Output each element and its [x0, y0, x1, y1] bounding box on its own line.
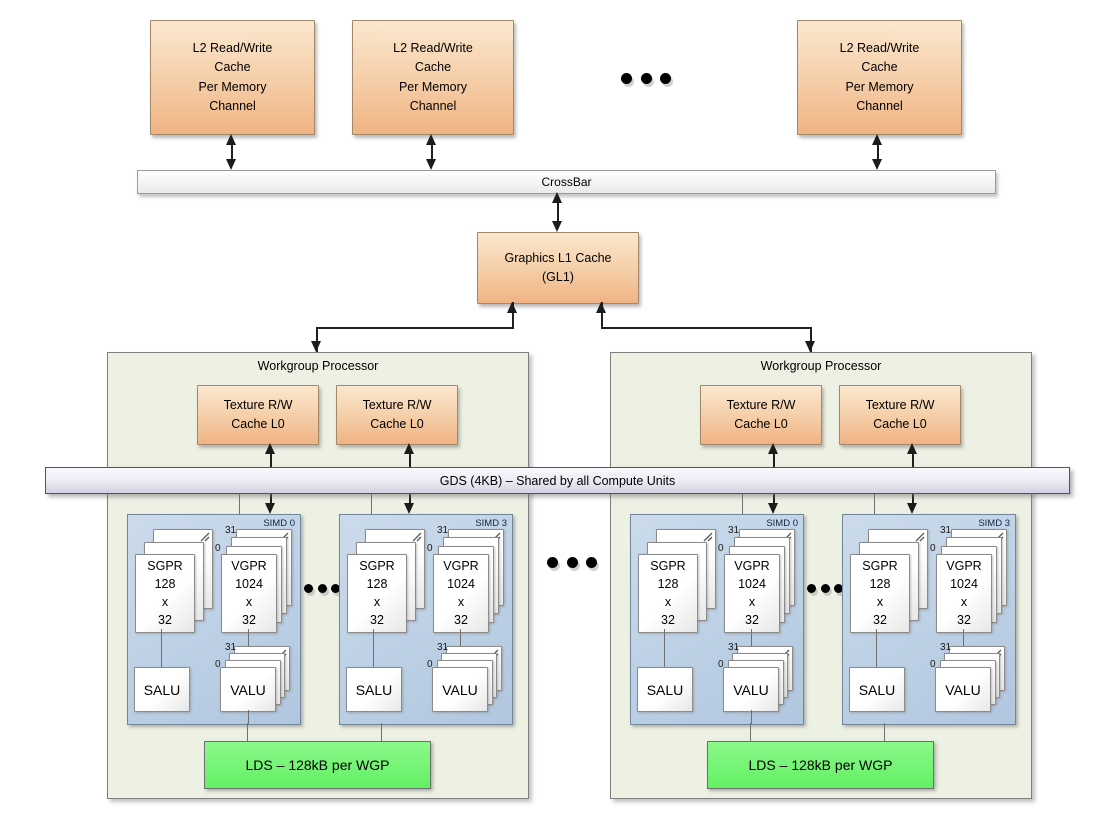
valu-front-sheet: VALU: [935, 667, 991, 712]
texture-cache-l0-box: Texture R/W Cache L0: [839, 385, 961, 445]
wgp-title: Workgroup Processor: [760, 359, 882, 373]
simd-block: SIMD 3 SGPR 128 x 32 31 0 VGPR 1024 x 32: [339, 514, 513, 725]
wgp-title: Workgroup Processor: [257, 359, 379, 373]
vgpr-lo-label: 0: [930, 543, 936, 554]
sgpr-register-stack: SGPR 128 x 32: [638, 529, 716, 633]
sgpr-front-sheet: SGPR 128 x 32: [347, 554, 407, 633]
l2-cache-box: L2 Read/Write Cache Per Memory Channel: [797, 20, 962, 135]
gds-simd-link: [874, 493, 875, 514]
valu-lo-label: 0: [427, 659, 433, 670]
simd-label: SIMD 3: [978, 518, 1010, 529]
bidirectional-arrow: [426, 134, 437, 170]
vgpr-register-stack: VGPR 1024 x 32: [724, 529, 796, 633]
ellipsis-icon: [621, 73, 671, 84]
crossbar: CrossBar: [137, 170, 996, 194]
valu-lo-label: 0: [718, 659, 724, 670]
texture-cache-l0-box: Texture R/W Cache L0: [700, 385, 822, 445]
sgpr-salu-link: [161, 629, 162, 667]
lds-box: LDS – 128kB per WGP: [707, 741, 934, 789]
vgpr-front-sheet: VGPR 1024 x 32: [433, 554, 489, 633]
sgpr-register-stack: SGPR 128 x 32: [347, 529, 425, 633]
valu-front-sheet: VALU: [220, 667, 276, 712]
bidirectional-arrow: [872, 134, 883, 170]
simd-label: SIMD 0: [766, 518, 798, 529]
sgpr-register-stack: SGPR 128 x 32: [850, 529, 928, 633]
valu-stack: VALU: [220, 646, 294, 712]
lds-box: LDS – 128kB per WGP: [204, 741, 431, 789]
simd-lds-link: [247, 723, 248, 741]
sgpr-front-sheet: SGPR 128 x 32: [135, 554, 195, 633]
vgpr-register-stack: VGPR 1024 x 32: [433, 529, 505, 633]
bidirectional-arrow: [552, 192, 563, 232]
ellipsis-icon: [807, 584, 843, 593]
vgpr-hi-label: 31: [728, 525, 740, 536]
gds-simd-link: [371, 493, 372, 514]
sgpr-front-sheet: SGPR 128 x 32: [638, 554, 698, 633]
workgroup-processor: Workgroup Processor Texture R/W Cache L0…: [107, 352, 529, 799]
valu-lo-label: 0: [930, 659, 936, 670]
vgpr-front-sheet: VGPR 1024 x 32: [936, 554, 992, 633]
valu-bottom-link: [248, 710, 249, 724]
l2-cache-box: L2 Read/Write Cache Per Memory Channel: [150, 20, 315, 135]
lds-label: LDS – 128kB per WGP: [748, 757, 893, 773]
valu-hi-label: 31: [437, 642, 449, 653]
vgpr-hi-label: 31: [940, 525, 952, 536]
bidirectional-arrow: [226, 134, 237, 170]
salu-box: SALU: [849, 667, 905, 712]
corner-curl-icon: [412, 532, 422, 542]
valu-stack: VALU: [432, 646, 506, 712]
simd-label: SIMD 3: [475, 518, 507, 529]
gds-simd-link: [239, 493, 240, 514]
valu-stack: VALU: [723, 646, 797, 712]
vgpr-lo-label: 0: [427, 543, 433, 554]
corner-curl-icon: [703, 532, 713, 542]
corner-curl-icon: [200, 532, 210, 542]
valu-hi-label: 31: [225, 642, 237, 653]
ellipsis-icon: [304, 584, 340, 593]
valu-lo-label: 0: [215, 659, 221, 670]
sgpr-front-sheet: SGPR 128 x 32: [850, 554, 910, 633]
simd-block: SIMD 0 SGPR 128 x 32 31 0 VGPR 1024 x 32: [630, 514, 804, 725]
texture-cache-l0-box: Texture R/W Cache L0: [336, 385, 458, 445]
vgpr-front-sheet: VGPR 1024 x 32: [724, 554, 780, 633]
workgroup-processor: Workgroup Processor Texture R/W Cache L0…: [610, 352, 1032, 799]
simd-block: SIMD 3 SGPR 128 x 32 31 0 VGPR 1024 x 32: [842, 514, 1016, 725]
valu-bottom-link: [751, 710, 752, 724]
simd-block: SIMD 0 SGPR 128 x 32 31 0 VGPR 1024 x 32: [127, 514, 301, 725]
salu-box: SALU: [346, 667, 402, 712]
simd-label: SIMD 0: [263, 518, 295, 529]
corner-curl-icon: [915, 532, 925, 542]
l2-cache-box: L2 Read/Write Cache Per Memory Channel: [352, 20, 514, 135]
valu-hi-label: 31: [940, 642, 952, 653]
sgpr-salu-link: [876, 629, 877, 667]
salu-box: SALU: [637, 667, 693, 712]
vgpr-register-stack: VGPR 1024 x 32: [936, 529, 1008, 633]
gds-bar: GDS (4KB) – Shared by all Compute Units: [45, 467, 1070, 494]
lds-label: LDS – 128kB per WGP: [245, 757, 390, 773]
vgpr-lo-label: 0: [215, 543, 221, 554]
valu-stack: VALU: [935, 646, 1009, 712]
vgpr-register-stack: VGPR 1024 x 32: [221, 529, 293, 633]
texture-cache-l0-box: Texture R/W Cache L0: [197, 385, 319, 445]
crossbar-label: CrossBar: [541, 175, 592, 189]
vgpr-lo-label: 0: [718, 543, 724, 554]
sgpr-salu-link: [373, 629, 374, 667]
valu-front-sheet: VALU: [723, 667, 779, 712]
simd-lds-link: [884, 723, 885, 741]
valu-front-sheet: VALU: [432, 667, 488, 712]
vgpr-front-sheet: VGPR 1024 x 32: [221, 554, 277, 633]
vgpr-hi-label: 31: [225, 525, 237, 536]
salu-box: SALU: [134, 667, 190, 712]
simd-lds-link: [381, 723, 382, 741]
gds-label: GDS (4KB) – Shared by all Compute Units: [439, 473, 676, 488]
gds-simd-link: [742, 493, 743, 514]
ellipsis-icon: [547, 557, 597, 568]
valu-hi-label: 31: [728, 642, 740, 653]
gl1-cache-box: Graphics L1 Cache (GL1): [477, 232, 639, 304]
sgpr-register-stack: SGPR 128 x 32: [135, 529, 213, 633]
vgpr-hi-label: 31: [437, 525, 449, 536]
simd-lds-link: [750, 723, 751, 741]
sgpr-salu-link: [664, 629, 665, 667]
